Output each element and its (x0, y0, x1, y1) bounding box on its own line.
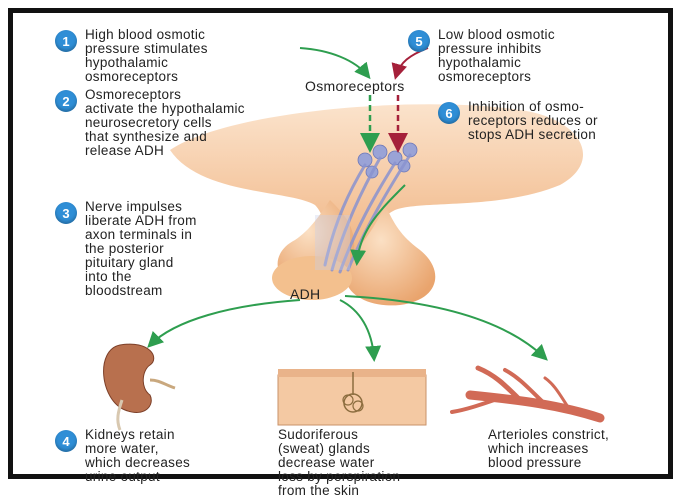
arterioles-caption: Arterioles constrict, which increases bl… (488, 428, 609, 470)
step-text: Osmoreceptors activate the hypothalamic … (85, 88, 245, 158)
arterioles-illustration (452, 368, 600, 418)
sweat-gland-caption: Sudoriferous (sweat) glands decrease wat… (278, 428, 400, 498)
capillary-region (315, 215, 350, 270)
step-5: 5 Low blood osmotic pressure inhibits hy… (408, 28, 555, 84)
stimulate-arrow (300, 48, 368, 76)
step-6: 6 Inhibition of osmo- receptors reduces … (438, 100, 598, 142)
skin-sweat-gland-illustration (278, 369, 426, 425)
adh-label: ADH (290, 286, 320, 302)
step-number-badge: 3 (55, 202, 77, 224)
step-text: Kidneys retain more water, which decreas… (85, 428, 190, 484)
step-text: Low blood osmotic pressure inhibits hypo… (438, 28, 555, 84)
step-2: 2 Osmoreceptors activate the hypothalami… (55, 88, 245, 158)
step-number-badge: 2 (55, 90, 77, 112)
adh-to-arterioles-arrow (345, 296, 545, 358)
step-number-badge: 5 (408, 30, 430, 52)
osmoreceptors-label: Osmoreceptors (305, 78, 405, 94)
step-number-badge: 6 (438, 102, 460, 124)
step-text: Nerve impulses liberate ADH from axon te… (85, 200, 197, 298)
step-text: High blood osmotic pressure stimulates h… (85, 28, 208, 84)
step-number-badge: 1 (55, 30, 77, 52)
step-1: 1 High blood osmotic pressure stimulates… (55, 28, 208, 84)
step-4: 4 Kidneys retain more water, which decre… (55, 428, 190, 484)
adh-to-kidney-arrow (150, 300, 300, 345)
step-text: Inhibition of osmo- receptors reduces or… (468, 100, 598, 142)
kidney-illustration (104, 344, 175, 430)
step-3: 3 Nerve impulses liberate ADH from axon … (55, 200, 197, 298)
adh-to-sweat-arrow (340, 300, 374, 358)
step-number-badge: 4 (55, 430, 77, 452)
